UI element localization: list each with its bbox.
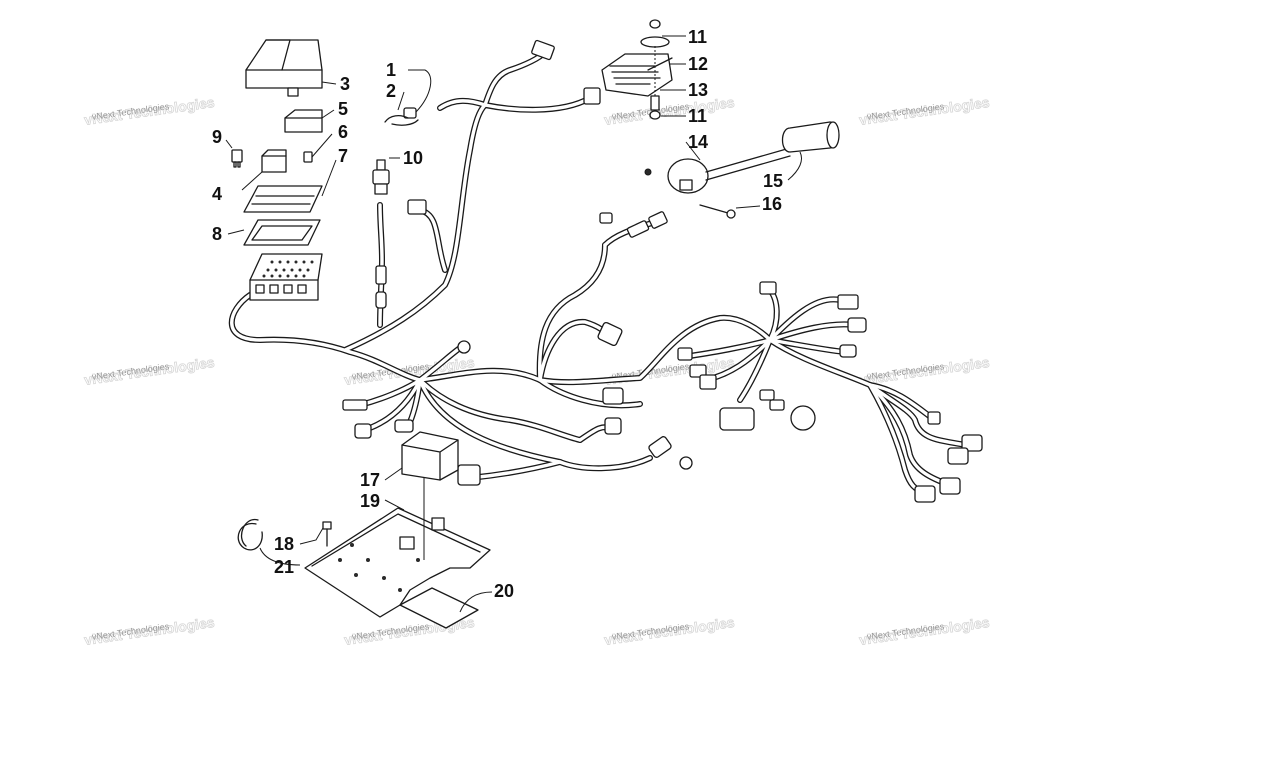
callout-15: 15 [763, 171, 783, 191]
callout-20: 20 [494, 581, 514, 601]
connector [394, 419, 414, 433]
callout-12: 12 [688, 54, 708, 74]
connector [597, 321, 623, 347]
part-21-clamp [237, 518, 263, 551]
connector [626, 220, 650, 238]
callout-11-top: 11 [688, 27, 707, 47]
part-15-grip [781, 121, 840, 153]
connector [769, 399, 785, 411]
part-12-voltage-regulator [601, 53, 673, 97]
connector [961, 434, 983, 452]
callout-21: 21 [274, 557, 294, 577]
part-11-nut-small [644, 168, 652, 176]
wire-harness [228, 39, 983, 503]
connector [839, 344, 857, 358]
part-1-2-wire-clips [384, 107, 419, 126]
callout-16: 16 [762, 194, 782, 214]
connector [457, 464, 481, 486]
callout-labels: 1 2 3 5 6 7 9 4 8 10 11 12 13 11 14 15 1… [212, 27, 783, 601]
ring-terminal [679, 456, 693, 470]
connector [939, 477, 961, 495]
part-16-screw [699, 204, 736, 219]
part-7-circuit-card [243, 185, 323, 213]
harness-wires-inner [230, 50, 967, 494]
part-10-sensor [372, 159, 390, 309]
callout-18: 18 [274, 534, 294, 554]
harness-connectors [342, 39, 983, 503]
part-5-relay [284, 109, 323, 133]
connector [677, 347, 693, 361]
callout-14: 14 [688, 132, 708, 152]
connector [602, 387, 624, 405]
ring-terminal [457, 340, 471, 354]
part-18-screw [322, 521, 332, 547]
connector [531, 39, 555, 61]
connector [648, 436, 672, 458]
part-17-module [401, 431, 459, 481]
part-4-relay [261, 149, 287, 173]
callout-6: 6 [338, 122, 348, 142]
connector [354, 423, 372, 439]
connector [583, 87, 601, 105]
connector [342, 399, 368, 411]
connector [699, 374, 717, 390]
connector [914, 485, 936, 503]
part-20-pad [399, 587, 479, 629]
callout-19: 19 [360, 491, 380, 511]
switch-assembly [644, 121, 840, 219]
regulator-assembly [601, 19, 673, 120]
part-6-fuse [303, 151, 313, 163]
callout-13: 13 [688, 80, 708, 100]
connector [719, 407, 755, 431]
callout-17: 17 [360, 470, 380, 490]
part-13-spacer [649, 95, 661, 120]
part-3-fuse-box-cover [245, 39, 323, 97]
connector [599, 212, 613, 224]
callout-5: 5 [338, 99, 348, 119]
callout-1: 1 [386, 60, 396, 80]
callout-7: 7 [338, 146, 348, 166]
callout-2: 2 [386, 81, 396, 101]
connector [947, 447, 969, 465]
callout-11-bottom: 11 [688, 106, 707, 126]
callout-10: 10 [403, 148, 423, 168]
part-19-mounting-plate [304, 478, 491, 618]
part-8-gasket [243, 219, 321, 246]
callout-8: 8 [212, 224, 222, 244]
connector [648, 211, 668, 229]
connector [837, 294, 859, 310]
connector [759, 281, 777, 295]
connector [407, 199, 427, 215]
part-11-nut-top [640, 19, 670, 48]
connector [759, 389, 775, 401]
callout-3: 3 [340, 74, 350, 94]
connector [689, 364, 707, 378]
callout-9: 9 [212, 127, 222, 147]
part-14-switch [667, 158, 709, 194]
callout-4: 4 [212, 184, 222, 204]
connector [927, 411, 941, 425]
connector-cap [790, 405, 816, 431]
connector [847, 317, 867, 333]
leader-lines [225, 35, 802, 613]
fuse-box-assembly [231, 39, 323, 301]
fuse-box-base [249, 253, 323, 301]
connector [604, 417, 622, 435]
part-9-fuse [231, 149, 243, 168]
